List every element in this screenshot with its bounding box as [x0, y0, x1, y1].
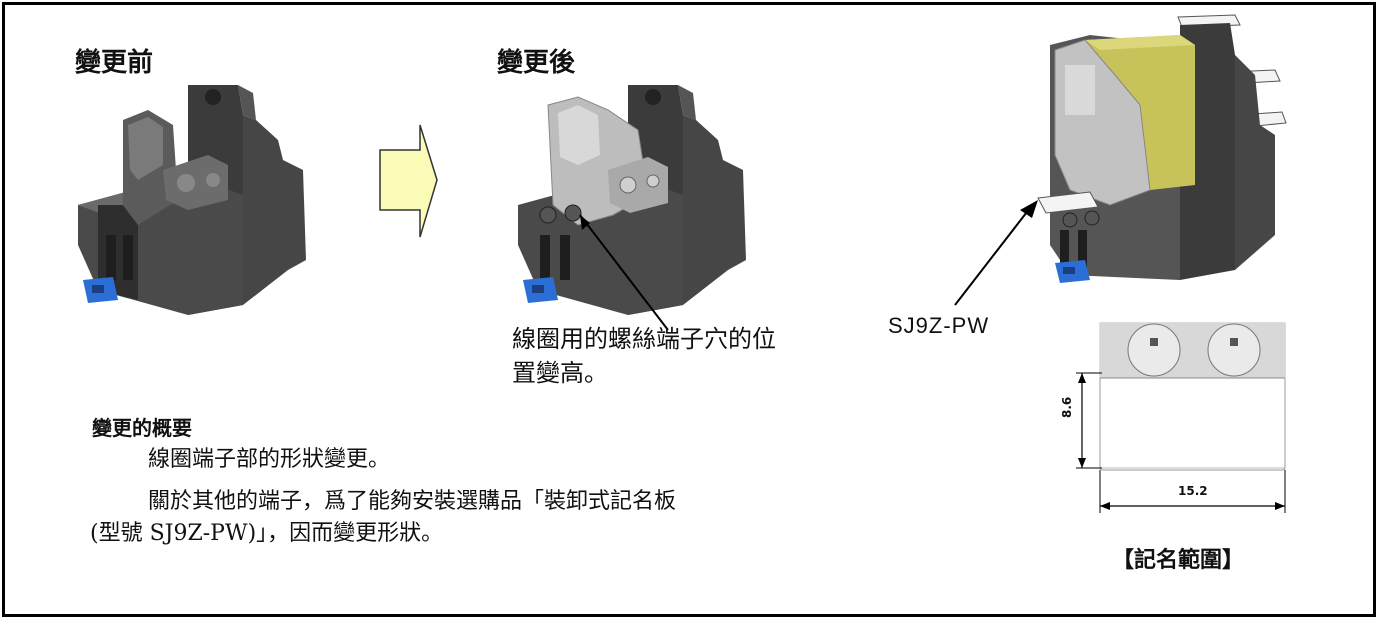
callout-line-2: 置變高。	[512, 359, 608, 387]
dimension-height: 8.6	[1060, 396, 1074, 418]
callout-text: 線圈用的螺絲端子穴的位 置變高。	[512, 322, 776, 390]
summary-line-1: 線圈端子部的形狀變更。	[148, 447, 391, 472]
heading-after: 變更後	[497, 48, 576, 78]
summary-title: 變更的概要	[92, 416, 192, 440]
dimension-width: 15.2	[1178, 484, 1208, 498]
heading-before: 變更前	[75, 48, 154, 78]
socket-before-image	[78, 85, 306, 315]
summary-line-3: (型號 SJ9Z-PW)」，因而變更形狀。	[90, 521, 444, 546]
nameplate-pointer	[954, 200, 1038, 306]
callout-line-1: 線圈用的螺絲端子穴的位	[512, 325, 776, 353]
part-label: SJ9Z-PW	[888, 313, 990, 338]
nameplate-dimension-drawing	[1076, 322, 1286, 513]
summary-line-2: 關於其他的端子，爲了能夠安裝選購品「裝卸式記名板	[148, 489, 677, 514]
change-arrow	[379, 124, 438, 238]
socket-after-image	[518, 85, 746, 331]
socket-with-nameplate-image	[1037, 14, 1287, 283]
range-label: 【記名範圍】	[1112, 548, 1245, 573]
